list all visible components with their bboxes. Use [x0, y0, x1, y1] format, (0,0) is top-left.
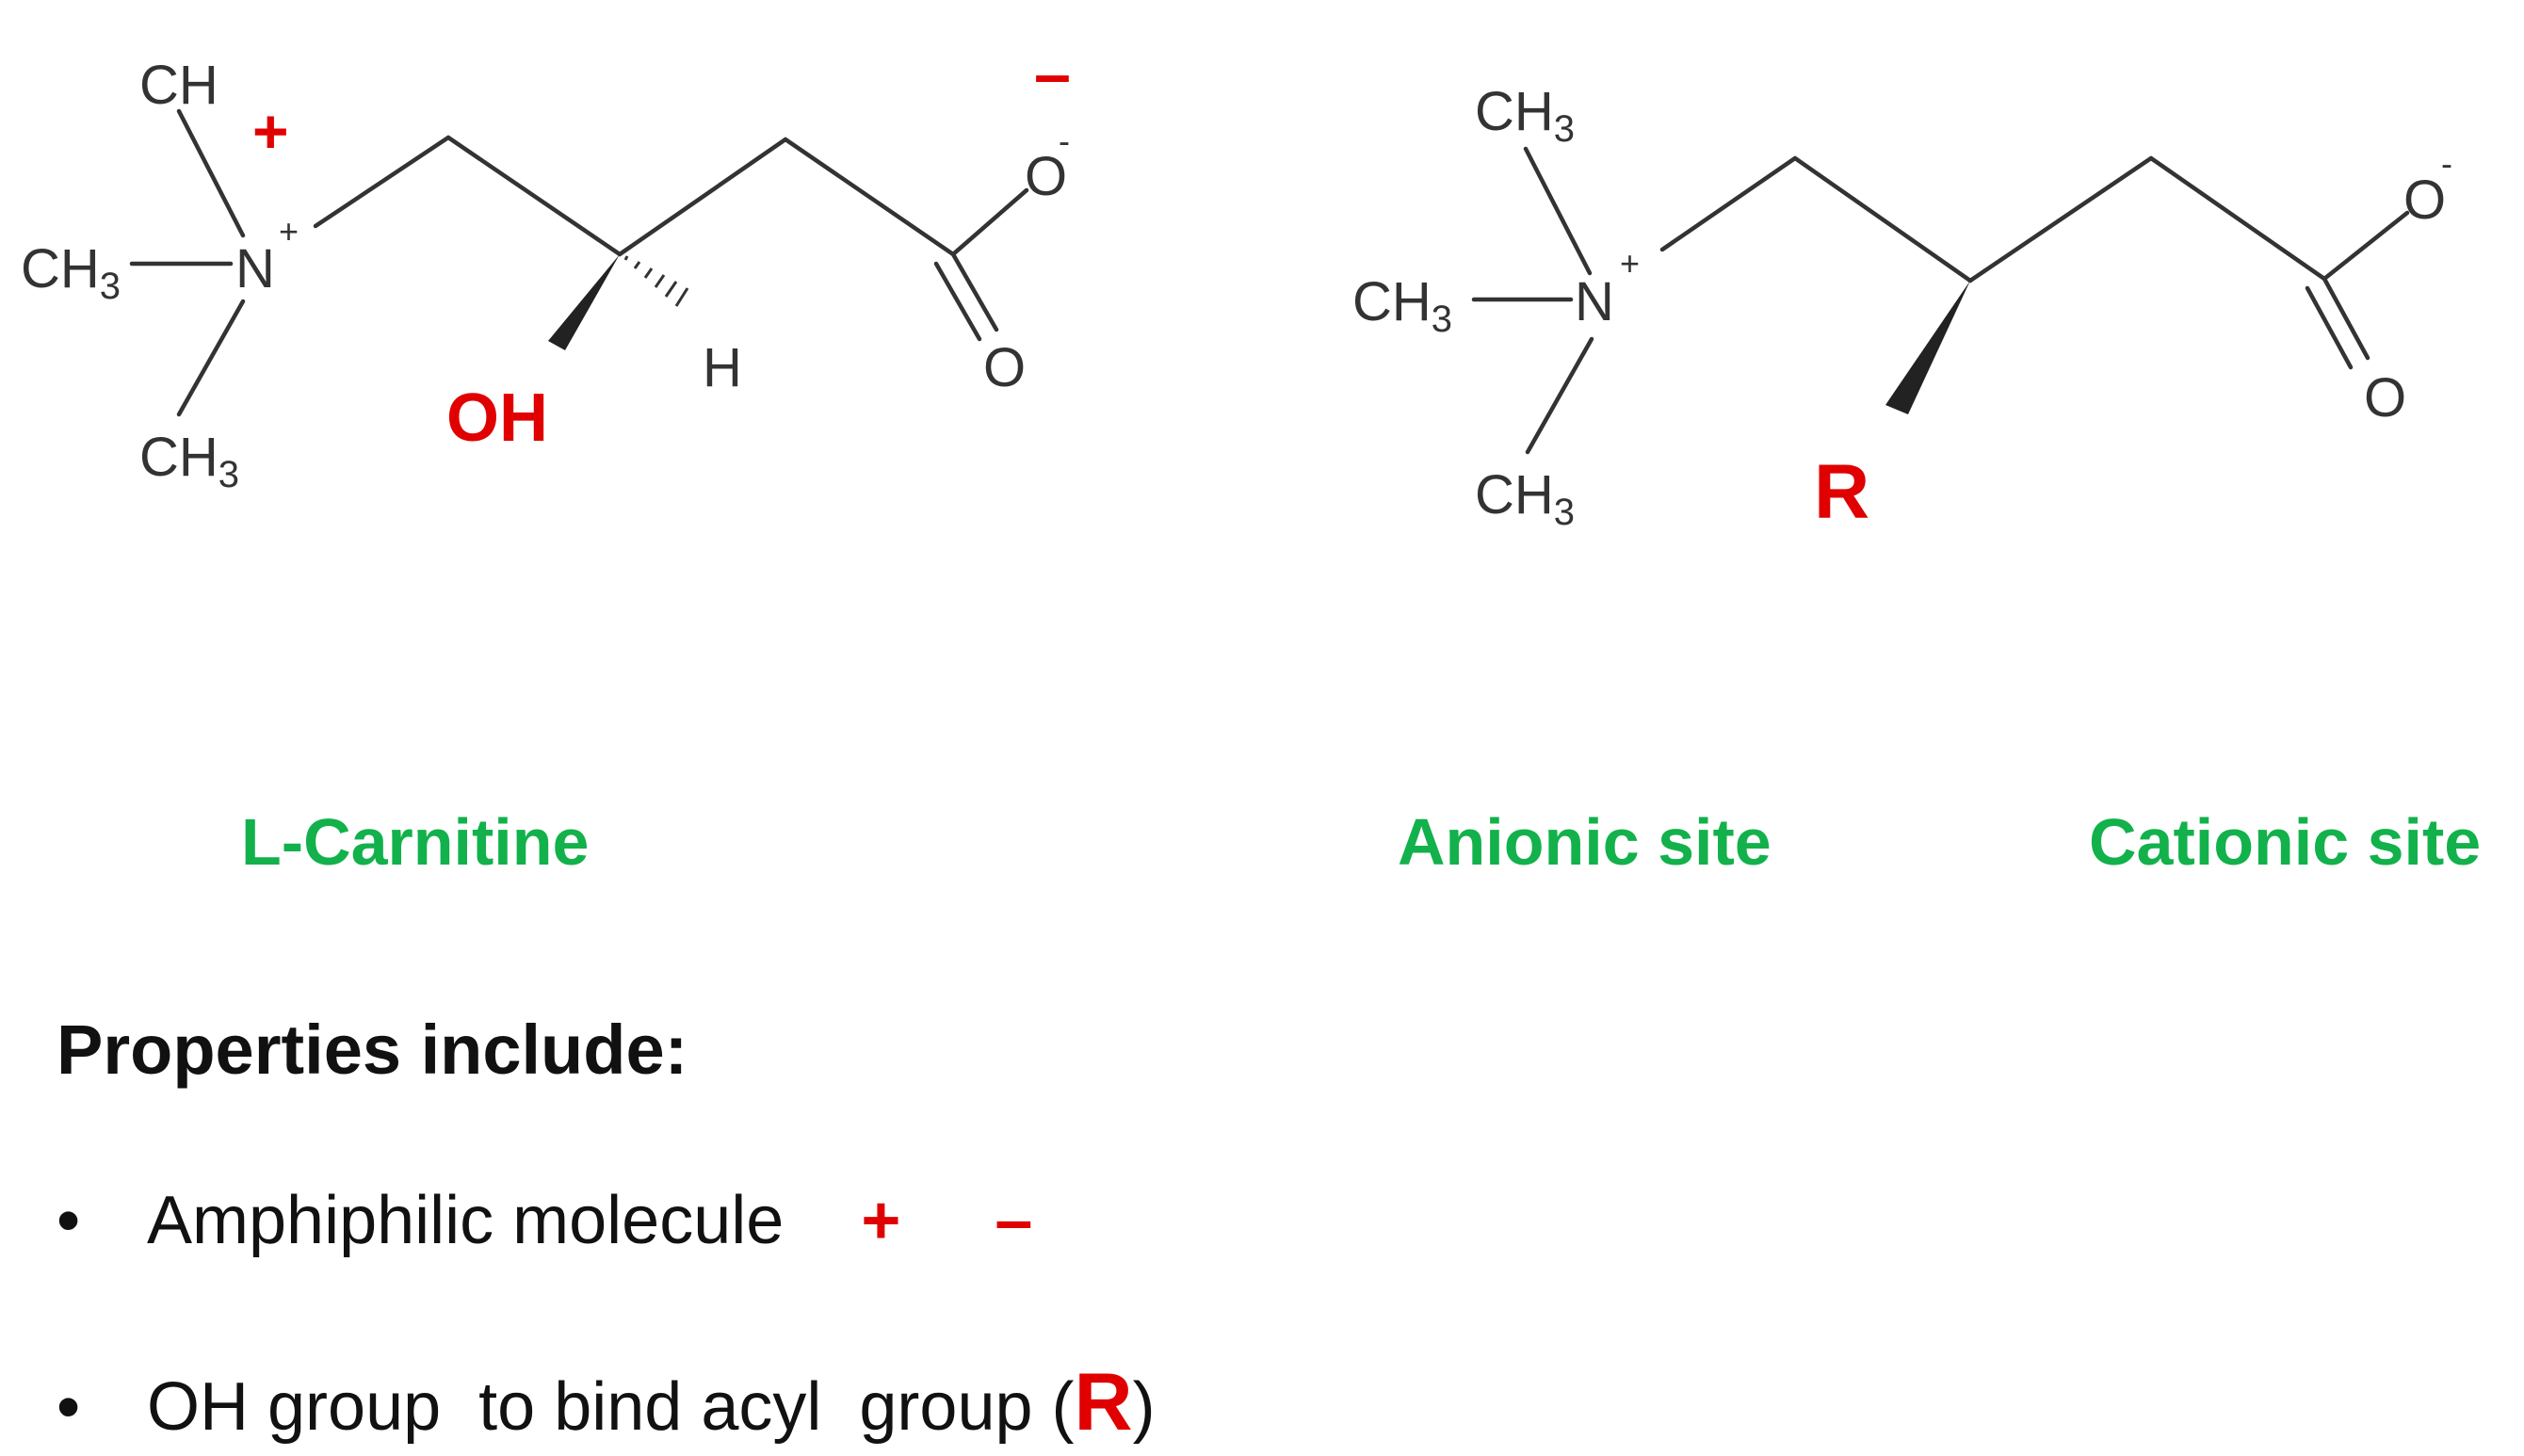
nitrogen-charge: +	[1620, 244, 1640, 283]
bullet-r-label: R	[1074, 1357, 1133, 1448]
ch3-bottom-label: CH3	[1475, 464, 1575, 533]
bond-c4-o-minus	[2322, 210, 2410, 282]
bullet-close-paren: )	[1132, 1369, 1156, 1445]
anionic-site-caption: Anionic site	[1398, 805, 1772, 879]
cationic-site-caption: Cationic site	[2089, 805, 2481, 879]
bullet-amphiphilic: • Amphiphilic molecule + –	[57, 1182, 1032, 1259]
bond-n-ch3-bottom	[176, 299, 246, 417]
bond-c2-c3	[617, 137, 788, 257]
bullet-oh-group-text: OH group to bind acyl group (	[147, 1369, 1075, 1445]
bond-c4-o-double-b	[2305, 285, 2354, 370]
bullet-minus-sign: –	[995, 1183, 1033, 1258]
bullet-amphiphilic-text: Amphiphilic molecule	[147, 1183, 785, 1258]
oh-label: OH	[446, 380, 548, 456]
bond-n-c1	[313, 135, 451, 229]
acyl-carnitine-structure: CH3 CH3 N + CH3 O - O R	[1352, 81, 2452, 535]
bond-c3-c4	[783, 137, 956, 257]
hashed-bond-h	[623, 255, 689, 307]
bond-c4-o-double-b	[933, 261, 982, 342]
o-double-label: O	[983, 337, 1026, 398]
ch3-top-label: CH3	[1475, 81, 1575, 150]
bond-c3-c4	[2148, 155, 2327, 282]
nitrogen-label: N	[235, 238, 275, 299]
bond-c2-c3	[1967, 155, 2154, 283]
bond-ch-n	[176, 108, 246, 238]
bullet-plus-sign: +	[861, 1183, 901, 1258]
bond-c1-c2	[445, 135, 623, 257]
o-minus-label: O	[2403, 170, 2446, 231]
wedge-bond-oh	[548, 254, 620, 350]
properties-heading: Properties include:	[57, 1011, 688, 1089]
bond-ch3-top-n	[1523, 146, 1593, 276]
nitrogen-charge: +	[279, 212, 299, 251]
o-minus-charge: -	[2441, 144, 2452, 183]
ch3-left-label: CH3	[1352, 271, 1452, 340]
ch3-bottom-label: CH3	[139, 427, 239, 495]
bond-n-ch3-bottom	[1525, 336, 1594, 455]
bond-c4-o-double-a	[950, 251, 999, 332]
bond-n-c1	[1659, 155, 1798, 252]
positive-charge-sign: +	[252, 96, 289, 166]
l-carnitine-caption: L-Carnitine	[241, 805, 589, 879]
ch-top-label: CH	[139, 55, 218, 116]
bond-c4-o-double-a	[2322, 276, 2370, 361]
bond-c4-o-minus	[950, 187, 1029, 257]
bullet-marker: •	[57, 1183, 81, 1258]
bullet-oh-group: • OH group to bind acyl group (R)	[57, 1356, 1156, 1449]
o-double-label: O	[2364, 367, 2406, 429]
nitrogen-label: N	[1575, 271, 1614, 332]
hydrogen-label: H	[703, 337, 742, 398]
o-minus-charge: -	[1059, 121, 1070, 160]
r-group-label: R	[1814, 449, 1869, 535]
bullet-marker: •	[57, 1369, 81, 1445]
l-carnitine-structure: CH CH3 N + CH3 O - O H + – OH	[21, 37, 1071, 495]
o-minus-label: O	[1025, 146, 1067, 207]
ch3-left-label: CH3	[21, 238, 121, 307]
bond-c1-c2	[1792, 155, 1973, 283]
negative-charge-sign: –	[1034, 37, 1071, 110]
wedge-bond-r	[1885, 281, 1970, 414]
